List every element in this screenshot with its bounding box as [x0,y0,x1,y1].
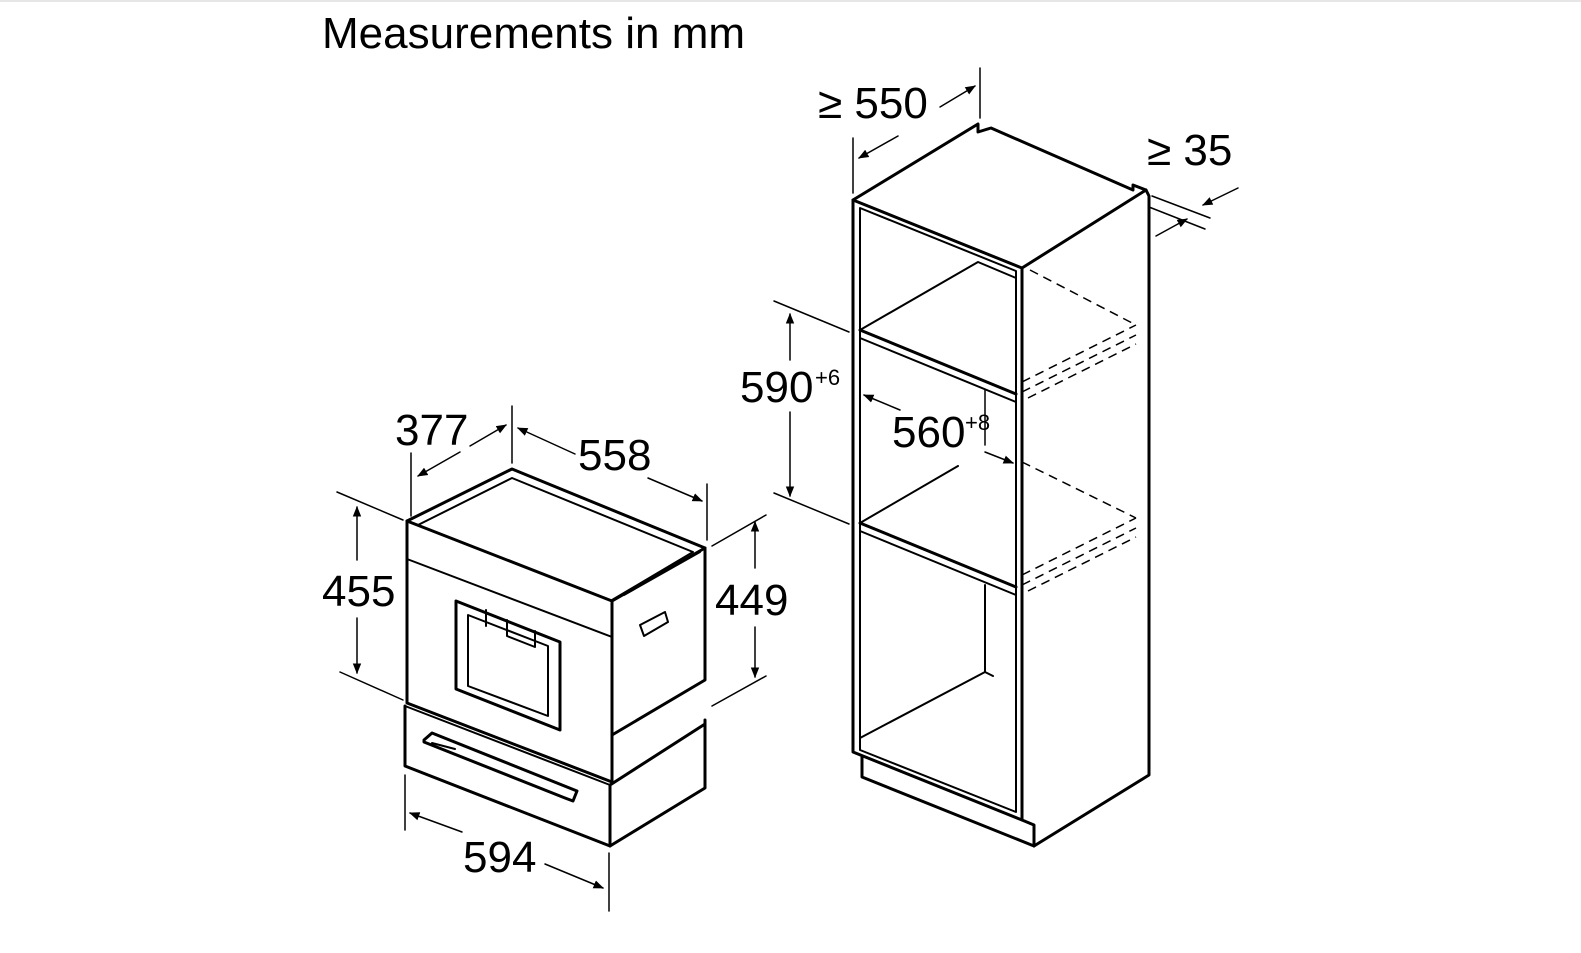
label-niche-width: 560 [892,408,965,457]
label-clearance: ≥ 35 [1147,126,1232,175]
label-depth: 558 [578,431,651,480]
label-niche-height: 590 [740,363,813,412]
appliance-top-surface [405,467,707,603]
appliance-brew-opening [454,599,562,732]
cabinet-plinth [860,754,1036,848]
appliance-front-panel [405,519,614,784]
appliance-side-upper [610,546,707,737]
appliance-drawing [403,467,707,848]
cabinet-side [1020,188,1151,848]
cabinet-top [851,122,1148,270]
label-height-total: 455 [322,567,395,616]
appliance-dimensions [336,405,767,912]
cabinet-drawing [851,122,1151,848]
cabinet-shelf-lower [858,521,1018,589]
drawer-handle [422,731,579,803]
page-title: Measurements in mm [322,9,745,58]
label-height-front: 449 [715,576,788,625]
label-niche-height-tolerance: +6 [815,365,840,390]
label-depth-top: 377 [395,406,468,455]
label-cabinet-depth: ≥ 550 [818,79,928,128]
cabinet-front [851,198,1024,822]
cabinet-dimensions [773,67,1239,525]
appliance-side-handle [639,611,669,637]
appliance-spout [506,619,536,648]
label-width: 594 [463,833,536,882]
cabinet-shelf-upper [858,328,1018,396]
appliance-drawer-front [403,704,612,848]
label-niche-width-tolerance: +8 [965,410,990,435]
